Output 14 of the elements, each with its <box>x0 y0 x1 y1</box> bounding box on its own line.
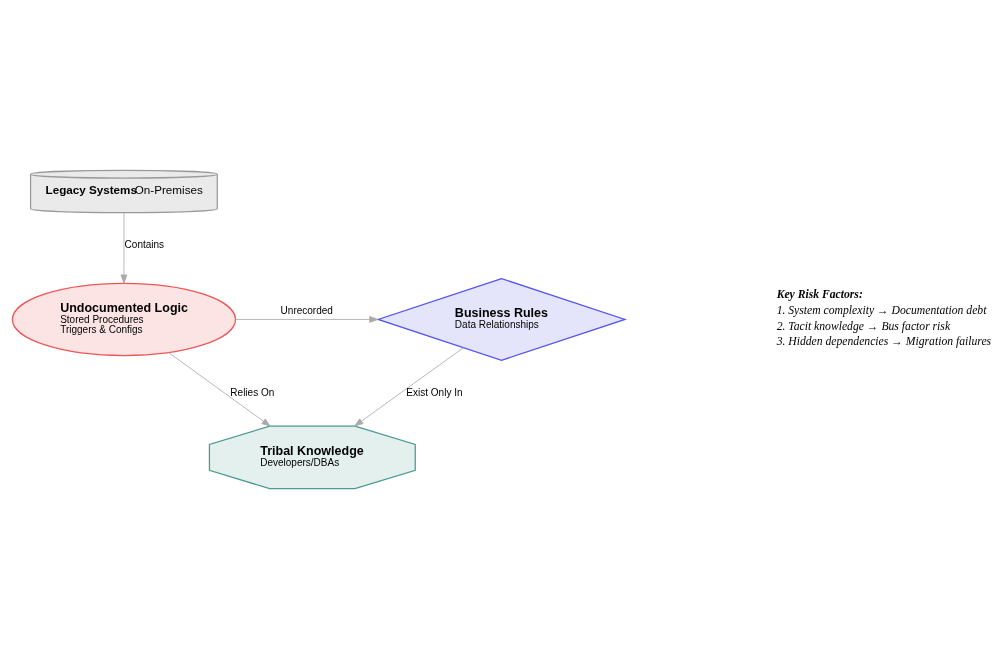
edge-label: Unrecorded <box>280 304 333 316</box>
label: Key Risk Factors: <box>776 287 863 301</box>
arrow <box>235 315 379 323</box>
arrow <box>120 212 128 284</box>
label: 1. System complexity → Documentation debt <box>776 303 987 317</box>
edge-label: Exist Only In <box>406 386 463 398</box>
arrow <box>354 346 464 427</box>
node-ellipse: Undocumented Logic Stored Procedures Triggers & Configs <box>11 282 237 356</box>
edge-label: Relies On <box>230 386 275 398</box>
arrow <box>168 351 271 427</box>
edge-label: Contains <box>124 238 165 250</box>
node-diamond: Business Rules Data Relationships <box>376 277 627 361</box>
label: 2. Tacit knowledge → Bus factor risk <box>776 319 951 333</box>
label: 3. Hidden dependencies → Migration failures <box>776 334 992 348</box>
